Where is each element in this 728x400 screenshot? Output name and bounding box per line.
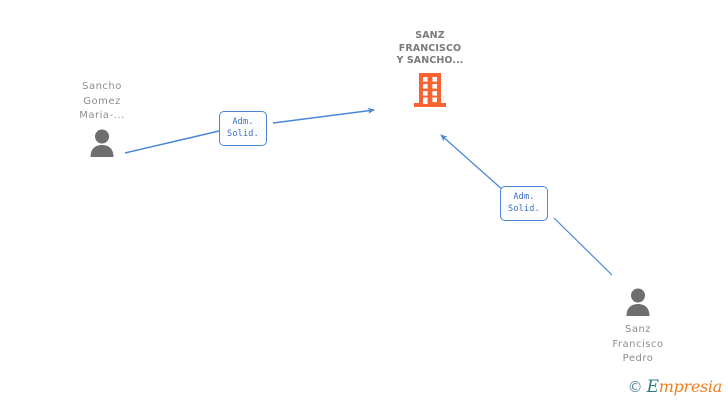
person-icon (626, 288, 650, 316)
person-icon-wrapper-left (27, 124, 177, 158)
brand-logo-text: Empresia (646, 377, 723, 397)
brand-rest: mpresia (658, 377, 723, 396)
person-icon-wrapper-right (563, 283, 713, 317)
relation-label-right[interactable]: Adm. Solid. (500, 186, 548, 221)
copyright-icon: © (627, 378, 643, 396)
person-name-label-right: Sanz Francisco Pedro (612, 324, 664, 364)
empresia-watermark: © Empresia (627, 377, 723, 397)
person-node-right[interactable]: Sanz Francisco Pedro (563, 283, 713, 367)
company-node[interactable]: SANZ FRANCISCO Y SANCHO... (350, 30, 510, 114)
person-name-label-left: Sancho Gomez Maria-... (79, 81, 125, 121)
relation-label-left[interactable]: Adm. Solid. (219, 111, 267, 146)
edge-right-person-to-label (553, 217, 613, 276)
person-icon (90, 129, 114, 157)
brand-initial: E (646, 377, 659, 397)
company-icon-wrapper (350, 72, 510, 114)
person-node-left[interactable]: Sancho Gomez Maria-... (27, 80, 177, 158)
building-icon (414, 72, 446, 107)
edge-right-label-to-company (440, 134, 505, 192)
company-name-label: SANZ FRANCISCO Y SANCHO... (396, 30, 464, 66)
